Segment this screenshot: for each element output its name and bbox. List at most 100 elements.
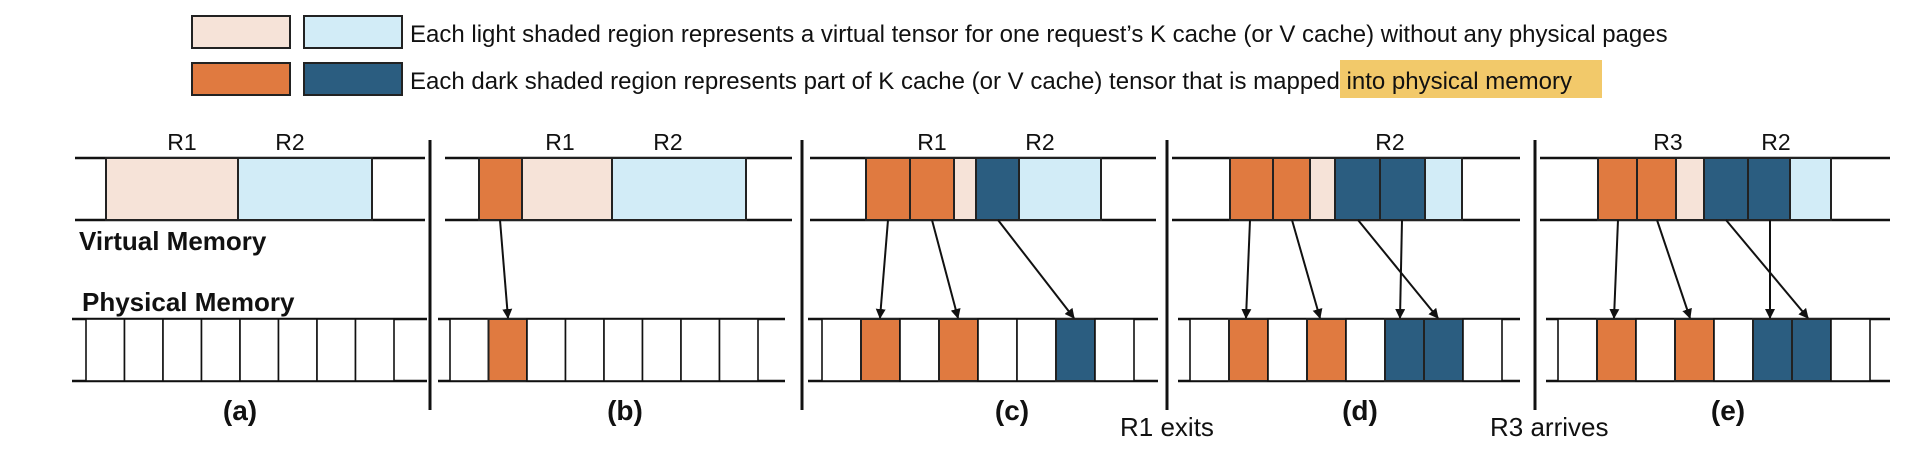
virtual-tensor-unmapped [1675, 157, 1705, 221]
legend: Each light shaded region represents a vi… [191, 15, 1668, 98]
mapped-page-k [1229, 157, 1274, 221]
mapping-arrow [875, 219, 889, 319]
mapped-page-v [1747, 157, 1791, 221]
mapping-arrow [1609, 219, 1620, 319]
mapped-page-v [1379, 157, 1426, 221]
panel-label: (c) [995, 395, 1029, 426]
physical-page-free [449, 318, 490, 382]
mapping-arrow [499, 219, 513, 319]
physical-page-free [641, 318, 682, 382]
panel-dividers [428, 140, 1537, 410]
physical-page-free [123, 318, 164, 382]
physical-page-free [162, 318, 203, 382]
legend-dark-orange-swatch [191, 62, 291, 96]
physical-page-free [1345, 318, 1386, 382]
mapping-arrow [1291, 219, 1323, 319]
panel-label: (a) [223, 395, 257, 426]
physical-page-free [200, 318, 241, 382]
physical-page-free [1830, 318, 1871, 382]
physical-page-free [899, 318, 940, 382]
virtual-tensor-unmapped [953, 157, 977, 221]
event-r3-arrives: R3 arrives [1490, 412, 1608, 442]
mapped-page-k [478, 157, 523, 221]
physical-page-v [1384, 318, 1425, 382]
virtual-tensor-unmapped [1309, 157, 1336, 221]
legend-highlight-mark [1340, 60, 1602, 98]
virtual-tensor-unmapped [105, 157, 239, 221]
virtual-tensor-unmapped [611, 157, 747, 221]
request-label: R1 [545, 129, 574, 155]
physical-page-v [1423, 318, 1464, 382]
physical-page-free [564, 318, 605, 382]
physical-page-k [1674, 318, 1715, 382]
mapping-arrow [1357, 219, 1439, 319]
mapped-page-v [1334, 157, 1381, 221]
physical-page-free [1094, 318, 1135, 382]
panel-label: (d) [1342, 395, 1378, 426]
virtual-tensor-unmapped [521, 157, 613, 221]
physical-page-free [316, 318, 357, 382]
mapped-page-k [909, 157, 955, 221]
request-label: R3 [1653, 129, 1682, 155]
physical-page-free [1462, 318, 1503, 382]
virtual-tensor-unmapped [1424, 157, 1463, 221]
panel-b: R1 R2 (b) [438, 129, 792, 426]
legend-dark-blue-swatch [303, 62, 403, 96]
physical-page-v [1752, 318, 1793, 382]
physical-page-free [1635, 318, 1676, 382]
panel-a: R1 R2 (a) [72, 129, 427, 426]
mapping-arrow [931, 219, 961, 319]
panel-label: (b) [607, 395, 643, 426]
request-label: R2 [653, 129, 682, 155]
mapping-arrow [1725, 219, 1809, 319]
mapping-arrow [997, 219, 1075, 319]
physical-page-k [860, 318, 901, 382]
virtual-memory-label: Virtual Memory [79, 226, 267, 256]
physical-page-free [85, 318, 126, 382]
physical-page-v [1055, 318, 1096, 382]
mapping-arrow [1656, 219, 1692, 319]
request-label: R2 [1025, 129, 1054, 155]
panel-label: (e) [1711, 395, 1745, 426]
request-label: R1 [167, 129, 196, 155]
physical-page-free [1189, 318, 1230, 382]
physical-page-free [603, 318, 644, 382]
virtual-tensor-unmapped [237, 157, 373, 221]
mapped-page-v [1703, 157, 1749, 221]
request-label: R2 [1761, 129, 1790, 155]
physical-page-k [1228, 318, 1269, 382]
legend-dark-text: Each dark shaded region represents part … [410, 68, 1572, 95]
mapped-page-k [1636, 157, 1677, 221]
physical-page-free [1713, 318, 1754, 382]
virtual-tensor-unmapped [1018, 157, 1102, 221]
physical-page-k [1596, 318, 1637, 382]
physical-page-free [1557, 318, 1598, 382]
physical-page-k [487, 318, 528, 382]
panel-e: R3 R2 (e) [1540, 129, 1890, 426]
mapped-page-k [1272, 157, 1311, 221]
virtual-tensor-unmapped [1789, 157, 1832, 221]
physical-page-free [239, 318, 280, 382]
physical-page-free [977, 318, 1018, 382]
request-label: R2 [1375, 129, 1404, 155]
physical-page-free [1267, 318, 1308, 382]
physical-page-k [938, 318, 979, 382]
physical-page-free [277, 318, 318, 382]
panel-d: R2 (d) [1172, 129, 1520, 426]
mapping-arrow [1241, 219, 1252, 319]
physical-page-free [354, 318, 395, 382]
physical-page-free [526, 318, 567, 382]
legend-light-text: Each light shaded region represents a vi… [410, 21, 1668, 48]
physical-page-free [680, 318, 721, 382]
legend-light-orange-swatch [191, 15, 291, 49]
request-label: R2 [275, 129, 304, 155]
mapped-page-v [975, 157, 1020, 221]
physical-page-free [718, 318, 759, 382]
mapping-arrow [1395, 219, 1406, 319]
physical-page-v [1791, 318, 1832, 382]
physical-memory-label: Physical Memory [82, 287, 295, 317]
